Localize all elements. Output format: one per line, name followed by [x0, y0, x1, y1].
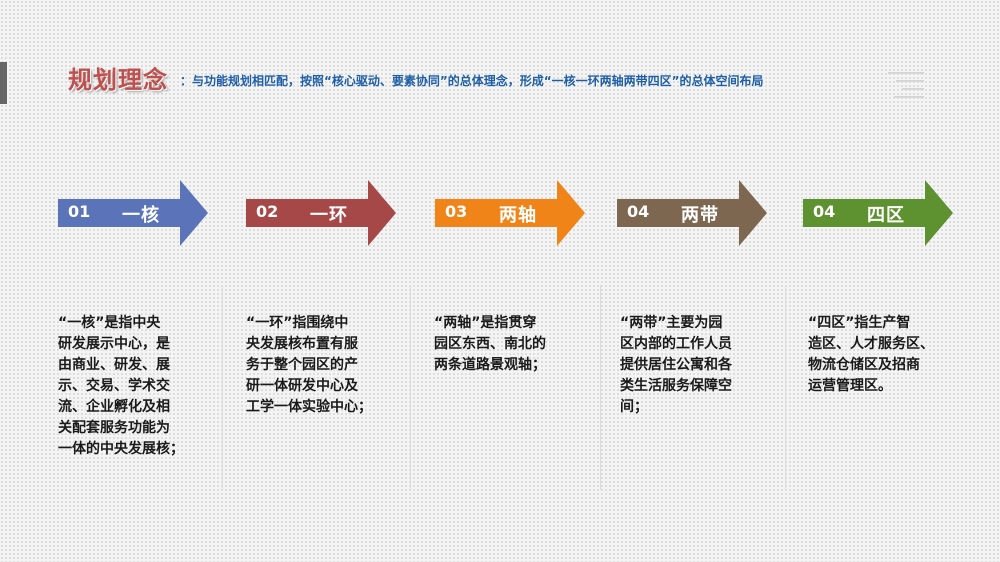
step-label: 两带: [681, 205, 719, 226]
step-label: 四区: [867, 205, 905, 226]
step-number: 04: [813, 202, 836, 221]
step-label: 一环: [310, 205, 348, 226]
step-number: 04: [627, 202, 650, 221]
page-title: 规划理念: [68, 66, 168, 94]
step-arrow-3: 03 两轴: [435, 180, 585, 246]
step-arrow-2: 02 一环: [246, 180, 396, 246]
step-label: 两轴: [499, 205, 537, 226]
step-description-2: “一环”指围绕中 央发展核布置有服 务于整个园区的产 研一体研发中心及 工学一体…: [246, 315, 372, 415]
step-number: 03: [445, 202, 468, 221]
step-description-1: “一核”是指中央 研发展示中心，是 由商业、研发、展 示、交易、学术交 流、企业…: [58, 315, 184, 457]
step-description-5: “四区”指生产智 造区、人才服务区、 物流仓储区及招商 运营管理区。: [808, 315, 934, 394]
column-divider: [785, 285, 786, 490]
step-arrow-5: 04 四区: [803, 180, 953, 246]
step-arrow-1: 01 一核: [58, 180, 208, 246]
step-description-3: “两轴”是指贯穿 园区东西、南北的 两条道路景观轴；: [434, 315, 546, 373]
step-label: 一核: [122, 205, 160, 226]
column-divider: [222, 285, 223, 490]
page-subtitle: ：与功能规划相匹配，按照“核心驱动、要素协同”的总体理念，形成“一核一环两轴两带…: [180, 74, 764, 88]
accent-bar: [0, 62, 7, 104]
menu-lines-icon: [888, 72, 924, 98]
step-description-4: “两带”主要为园 区内部的工作人员 提供居住公寓和各 类生活服务保障空 间；: [620, 315, 732, 415]
column-divider: [410, 285, 411, 490]
step-arrow-4: 04 两带: [617, 180, 767, 246]
step-number: 01: [68, 202, 91, 221]
step-number: 02: [256, 202, 279, 221]
column-divider: [600, 285, 601, 490]
